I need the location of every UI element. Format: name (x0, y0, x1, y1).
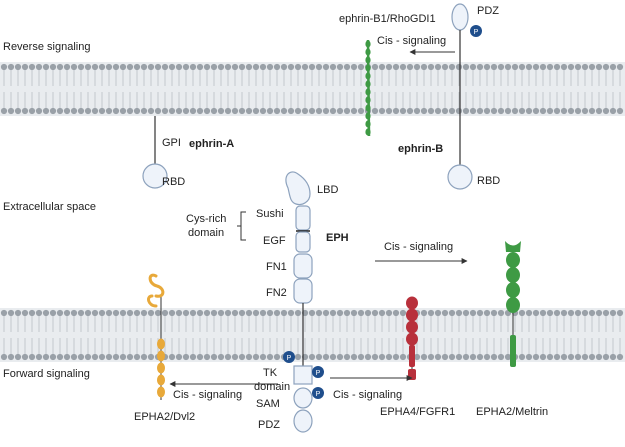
sam-label: SAM (256, 398, 280, 410)
cis-mid-label: Cis - signaling (384, 241, 454, 253)
epha2-meltrin (505, 241, 521, 367)
phospho-label: P (316, 370, 321, 377)
eph-lbd-domain (285, 171, 311, 206)
dvl-domain (157, 338, 165, 350)
phospho-icon (312, 387, 324, 399)
upper-membrane (0, 62, 625, 116)
dvl-domain (157, 386, 165, 398)
chain-bead (365, 128, 371, 136)
meltrin-tail (510, 335, 516, 367)
epha2-dvl2-label: EPHA2/Dvl2 (134, 411, 196, 423)
fgfr-domain (406, 320, 418, 334)
epha4-fgfr1 (406, 296, 418, 380)
meltrin-domain (506, 267, 520, 283)
phospho-icon (283, 351, 295, 363)
gpi-label: GPI (162, 137, 181, 149)
chain-bead (365, 56, 371, 64)
epha2-dvl2 (147, 273, 165, 400)
ephrin-b-rbd (447, 164, 473, 190)
chain-bead (365, 80, 371, 88)
eph-egf-domain (295, 231, 311, 253)
cis-right-label: Cis - signaling (333, 389, 403, 401)
tk-domain-label: domain (254, 381, 291, 393)
top-pdz-label: PDZ (477, 5, 499, 17)
chain-bead (365, 72, 371, 80)
ephrin-a-rbd-label: RBD (162, 176, 186, 188)
eph-receptor (283, 171, 324, 433)
meltrin-domain (506, 297, 520, 313)
chain-bead (365, 120, 371, 128)
epha4-fgfr1-label: EPHA4/FGFR1 (380, 406, 456, 418)
lower-membrane (0, 308, 625, 362)
fn2-label: FN2 (266, 287, 287, 299)
eph-fn2-domain (293, 278, 313, 304)
dvl-domain (157, 374, 165, 386)
fn1-label: FN1 (266, 261, 287, 273)
ephrin-a-rbd (142, 163, 168, 189)
sushi-label: Sushi (256, 208, 284, 220)
eph-sushi-domain (295, 205, 311, 231)
phospho-label: P (287, 355, 292, 362)
cis-left-label: Cis - signaling (173, 389, 243, 401)
tk-label: TK (263, 367, 278, 379)
eph-pdz-domain (293, 409, 313, 433)
meltrin-domain (506, 252, 520, 268)
meltrin-head (505, 241, 521, 252)
cys-rich-label: Cys-rich (186, 213, 227, 225)
pdz-label: PDZ (258, 419, 280, 431)
phospho-label: P (474, 29, 479, 36)
fgfr-domain (406, 308, 418, 322)
fgfr-domain (406, 296, 418, 310)
eph-label: EPH (326, 232, 349, 244)
egf-label: EGF (263, 235, 286, 247)
chain-bead (365, 112, 371, 120)
chain-bead (365, 64, 371, 72)
region-reverse-label: Reverse signaling (3, 41, 91, 53)
ephrin-b1-chain (365, 39, 371, 137)
chain-bead (365, 104, 371, 112)
ephrin-b-label: ephrin-B (398, 143, 444, 155)
eph-fn1-domain (293, 253, 313, 279)
ephrin-b-pdz-domain (451, 3, 469, 31)
meltrin-domain (506, 282, 520, 298)
chain-bead (365, 96, 371, 104)
phospho-icon (312, 366, 324, 378)
fgfr-tail (409, 345, 415, 367)
ephrin-a-label: ephrin-A (189, 138, 235, 150)
fgfr-domain (406, 332, 418, 346)
eph-sam-domain (293, 387, 313, 409)
ephrin-a (142, 116, 168, 189)
phospho-labels: P P P P (287, 29, 479, 398)
dvl-domain (157, 362, 165, 374)
ephrin-b-rbd-label: RBD (477, 175, 501, 187)
lbd-label: LBD (317, 184, 339, 196)
region-extracellular-label: Extracellular space (3, 201, 96, 213)
phospho-label: P (316, 391, 321, 398)
phospho-icon (470, 25, 482, 37)
dvl-domain (157, 350, 165, 362)
chain-bead (365, 40, 371, 48)
ephrin-b (447, 3, 482, 190)
ephrin-b1-rhogdi1-label: ephrin-B1/RhoGDI1 (339, 13, 436, 25)
chain-bead (365, 88, 371, 96)
region-forward-label: Forward signaling (3, 368, 90, 380)
top-cis-label: Cis - signaling (377, 35, 447, 47)
cys-domain-label: domain (188, 227, 225, 239)
cys-bracket (237, 211, 246, 241)
dvl-hook (148, 273, 165, 298)
eph-tk-domain (293, 365, 313, 385)
chain-bead (365, 48, 371, 56)
epha2-meltrin-label: EPHA2/Meltrin (476, 406, 549, 418)
